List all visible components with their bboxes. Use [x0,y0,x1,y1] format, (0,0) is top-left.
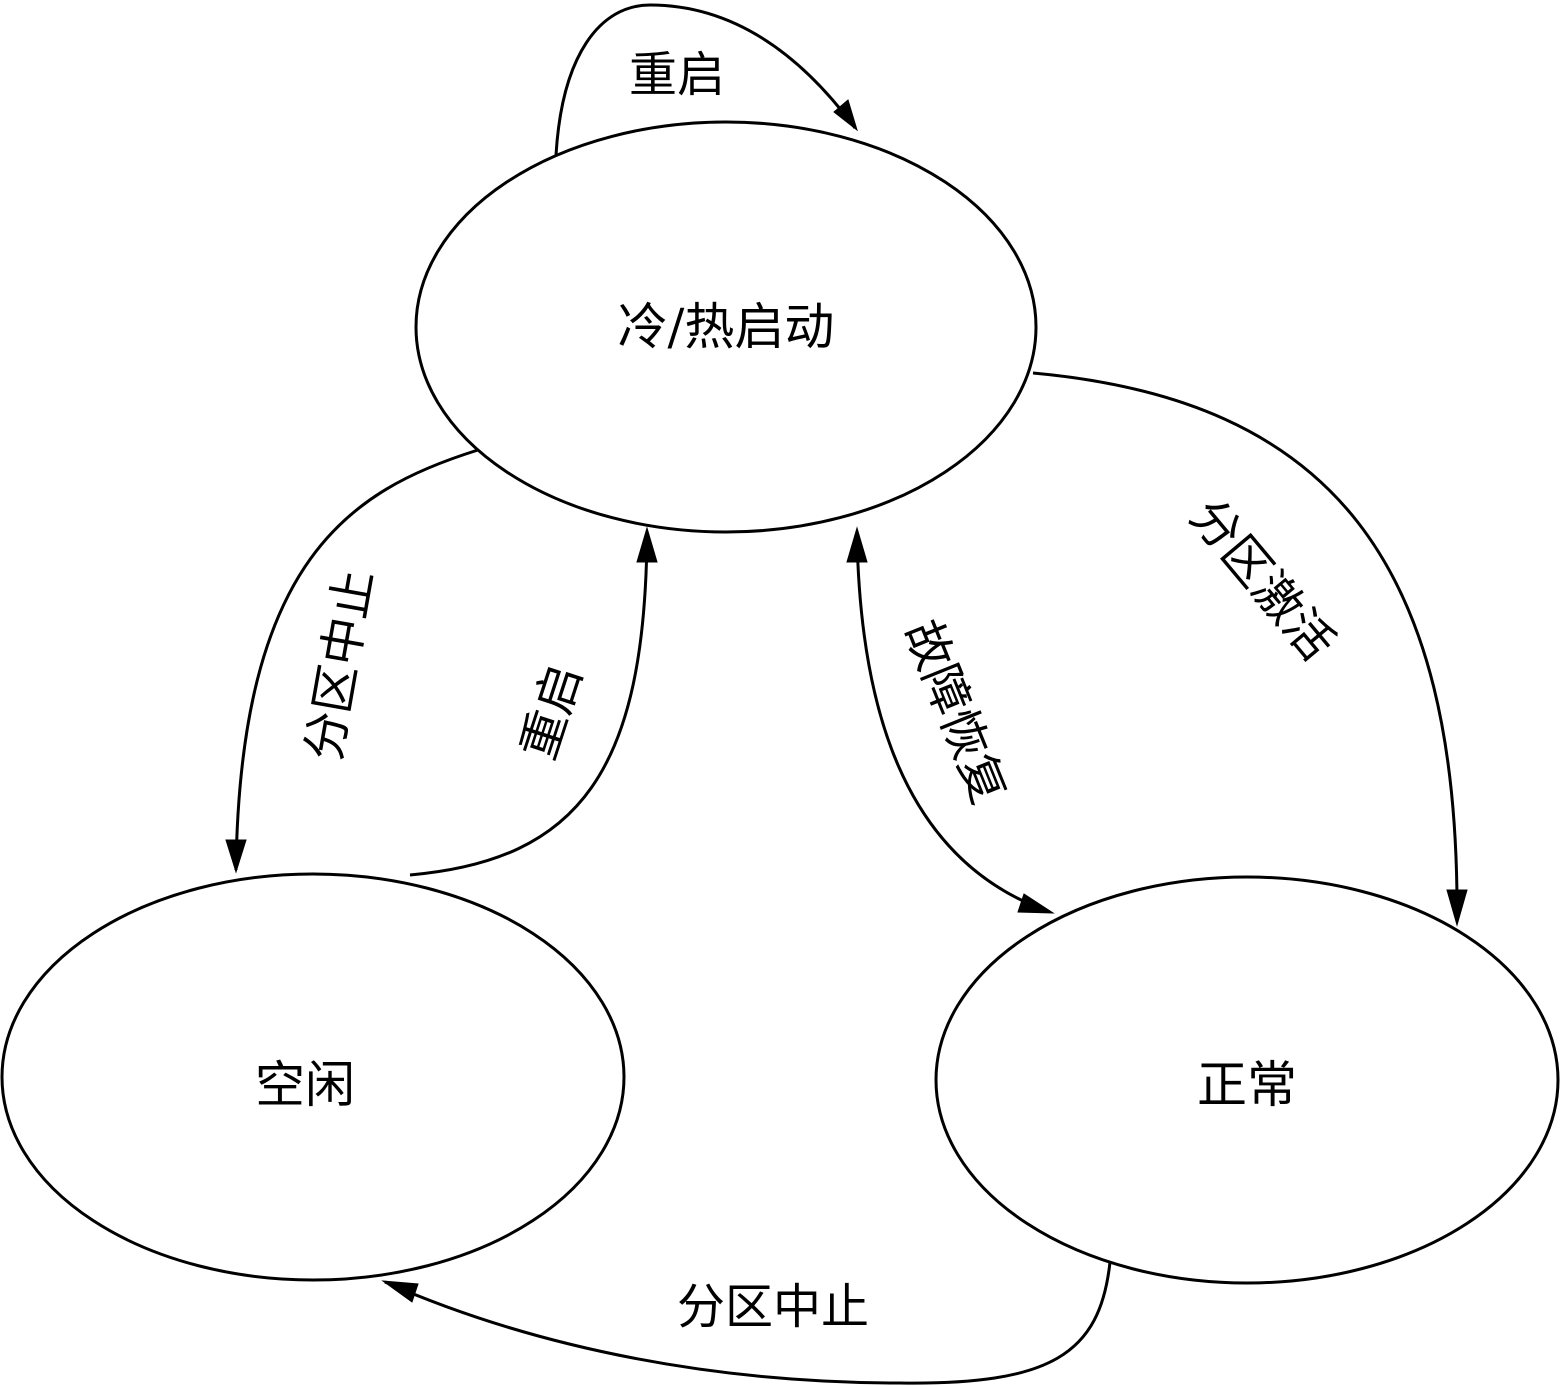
state-start: 冷/热启动 [414,120,1038,534]
state-normal: 正常 [934,875,1560,1285]
state-idle: 空闲 [0,872,626,1282]
state-normal-shape [934,875,1560,1285]
arrowhead-normal-to-idle [381,1280,419,1303]
edge-start-normal-recover [855,534,1051,914]
arrowhead-self-restart [833,99,858,132]
arrowhead-recover-up [846,526,868,563]
edge-idle-to-start [409,534,649,877]
label-normal-to-idle: 分区中止 [677,1279,869,1335]
arrowhead-start-to-idle [225,839,247,874]
state-start-label: 冷/热启动 [618,298,835,356]
edge-start-to-idle [234,448,479,871]
label-start-to-idle: 分区中止 [296,566,384,765]
label-idle-to-start: 重启 [511,658,594,767]
arrowhead-start-to-normal [1446,889,1468,927]
state-start-shape [414,120,1038,534]
edge-start-to-normal [1032,371,1459,923]
label-start-to-normal: 分区激活 [1179,488,1345,671]
label-start-normal-recover: 故障恢复 [893,612,1017,811]
arrowhead-recover-down [1017,893,1055,914]
edge-normal-to-idle [384,1261,1112,1385]
edge-self-restart [554,3,857,156]
arrowhead-idle-to-start [636,526,658,563]
label-self-restart: 重启 [629,47,725,103]
state-idle-label: 空闲 [255,1056,355,1114]
state-normal-label: 正常 [1197,1056,1297,1114]
state-idle-shape [0,872,626,1282]
